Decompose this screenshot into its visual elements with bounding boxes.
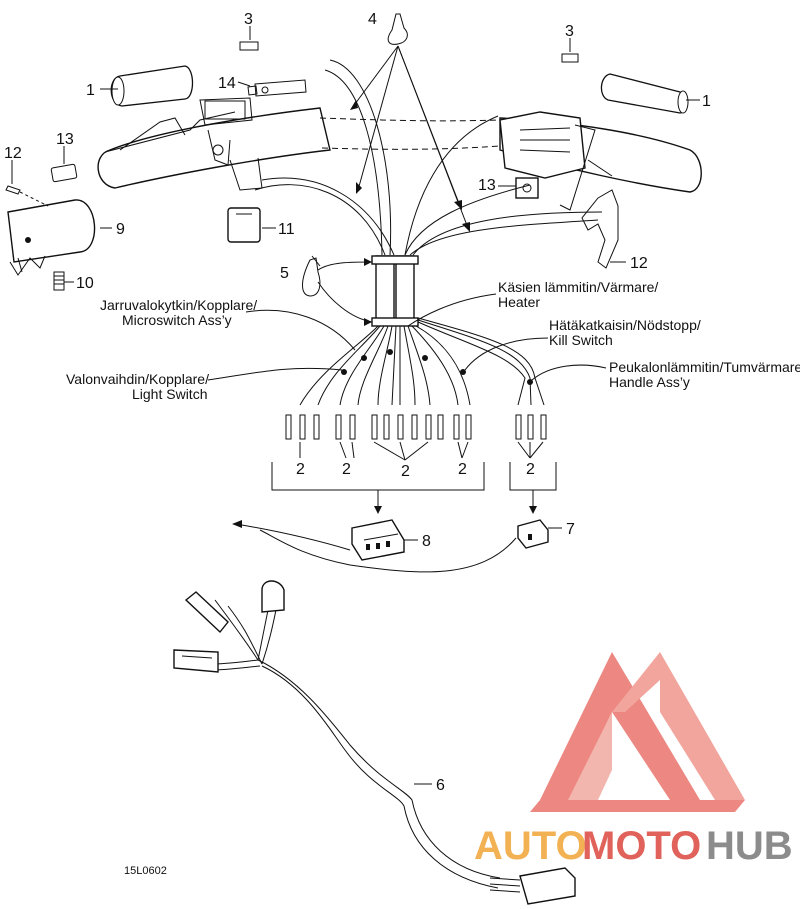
watermark-moto: MOTO	[582, 824, 701, 868]
label-brake-switch-line1: Jarruvalokytkin/Kopplare/	[100, 297, 257, 313]
callout-5: 5	[280, 265, 289, 282]
label-thumb-heater-line1: Peukalonlämmitin/Tumvärmare/	[609, 359, 800, 375]
handlebar-drawing	[97, 65, 702, 211]
leader-lines	[11, 26, 700, 785]
watermark-hub: HUB	[706, 824, 793, 868]
callout-1-left: 1	[86, 82, 95, 99]
label-heater-line2: Heater	[498, 294, 540, 310]
callout-7: 7	[566, 521, 575, 538]
callout-4: 4	[368, 11, 377, 28]
connector-11	[227, 207, 261, 243]
callout-13-left: 13	[56, 131, 74, 148]
callout-10: 10	[76, 275, 94, 292]
callout-1-right: 1	[702, 93, 711, 110]
bracket-12-right	[581, 189, 619, 269]
callout-3-left: 3	[244, 11, 253, 28]
cable-tie-5	[302, 255, 321, 297]
label-kill-switch-line1: Hätäkatkaisin/Nödstopp/	[549, 317, 701, 333]
connector-7	[517, 519, 549, 549]
pin-3-right	[561, 53, 579, 63]
pin-3-left	[239, 41, 259, 51]
label-light-switch-line2: Light Switch	[132, 386, 207, 402]
callout-12-right: 12	[630, 255, 648, 272]
harness-6	[173, 580, 576, 905]
label-light-switch-line1: Valonvaihdin/Kopplare/	[66, 371, 209, 387]
callout-2-c: 2	[401, 463, 410, 480]
terminal-pins	[285, 414, 547, 440]
callout-13-right: 13	[478, 177, 496, 194]
callout-9: 9	[116, 221, 125, 238]
sensor-14	[247, 79, 307, 97]
label-kill-switch-line2: Kill Switch	[549, 332, 613, 348]
callout-2-d: 2	[458, 461, 467, 478]
callout-6: 6	[436, 777, 445, 794]
callout-2-b: 2	[342, 461, 351, 478]
connector-8	[351, 519, 405, 561]
label-thumb-heater-line2: Handle Ass’y	[609, 374, 690, 390]
watermark-auto: AUTO	[474, 824, 587, 868]
callout-3-right: 3	[565, 23, 574, 40]
right-grip	[600, 73, 689, 114]
label-brake-switch-line2: Microswitch Ass’y	[122, 312, 232, 328]
callout-2-e: 2	[526, 461, 535, 478]
spring-10	[53, 271, 65, 291]
label-plate-13-left	[50, 163, 78, 183]
figure-reference-code: 15L0602	[124, 865, 167, 877]
callout-12-left: 12	[4, 145, 22, 162]
cable-tie-4	[387, 13, 408, 45]
automotohub-logo	[530, 652, 745, 812]
callout-11: 11	[278, 221, 295, 238]
central-harness	[254, 59, 603, 440]
callout-8: 8	[422, 533, 431, 550]
switch-housing-9	[7, 199, 96, 276]
label-heater-line1: Käsien lämmitin/Värmare/	[498, 279, 658, 295]
callout-14: 14	[218, 75, 236, 92]
switch-13-right	[515, 177, 539, 199]
callout-2-a: 2	[296, 461, 305, 478]
screw-12-left	[5, 185, 49, 207]
